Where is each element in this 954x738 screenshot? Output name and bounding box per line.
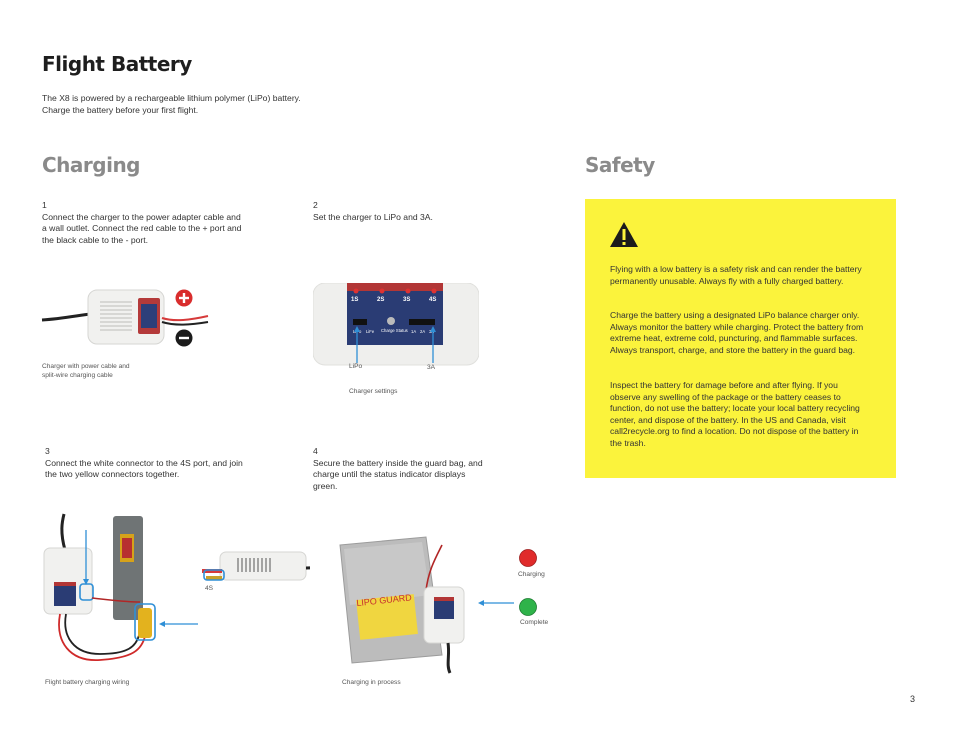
page-number: 3 (910, 694, 916, 704)
step-text: Connect the charger to the power adapter… (42, 211, 242, 245)
amp-pointer-arrow (430, 326, 436, 332)
page-title: Flight Battery (42, 52, 192, 76)
mode-label-life: LiFe (366, 329, 375, 334)
mode-label-status: Charge Status (381, 328, 408, 333)
yellow-connectors (138, 608, 152, 638)
status-label-complete: Complete (520, 619, 549, 626)
side-port-highlight (203, 569, 225, 581)
status-pointer-icon (478, 600, 514, 606)
safety-paragraph-3: Inspect the battery for damage before an… (610, 380, 860, 448)
charging-heading: Charging (42, 153, 141, 177)
step-text: Secure the battery inside the guard bag,… (313, 457, 483, 491)
callout-4s: 4S (205, 585, 214, 592)
safety-box: Flying with a low battery is a safety ri… (585, 199, 896, 478)
step-number: 4 (313, 446, 318, 456)
step-3: 3 Connect the white connector to the 4S … (45, 446, 255, 481)
amp-label-1a: 1A (411, 329, 416, 334)
intro-line-1: The X8 is powered by a rechargeable lith… (42, 93, 301, 103)
caption-charger-power: Charger with power cable and split-wire … (42, 363, 130, 379)
callout-lipo: LiPo (349, 363, 363, 370)
charger-power-cord (60, 513, 67, 551)
minus-icon (175, 329, 193, 347)
step-number: 2 (313, 200, 318, 210)
warning-icon (610, 222, 638, 247)
wiring-illustration (43, 513, 310, 661)
charger-vents (100, 301, 132, 331)
safety-heading: Safety (585, 153, 655, 177)
safety-paragraph-2: Charge the battery using a designated Li… (610, 310, 864, 355)
status-led (387, 317, 395, 325)
caption-charging-in-process: Charging in process (342, 679, 401, 686)
charging-bag-illustration: LIPO GUARD (339, 536, 465, 674)
cell-label-2s: 2S (377, 297, 384, 303)
power-cable (41, 312, 91, 322)
caption-wiring: Flight battery charging wiring (45, 679, 130, 686)
plus-icon (175, 289, 193, 307)
intro-text: The X8 is powered by a rechargeable lith… (42, 93, 362, 116)
charger-settings-illustration: 1S 2S 3S 4S LiPo LiFe Charge Status 1A 2… (313, 283, 479, 366)
cell-label-3s: 3S (403, 297, 410, 303)
safety-paragraph-1: Flying with a low battery is a safety ri… (610, 264, 862, 286)
step-text: Set the charger to LiPo and 3A. (313, 211, 433, 222)
charger-control-panel (347, 283, 443, 345)
amp-label-2a: 2A (420, 329, 425, 334)
step-text: Connect the white connector to the 4S po… (45, 457, 243, 480)
callout-3a: 3A (427, 364, 436, 371)
black-charge-lead (64, 613, 141, 655)
charging-led-icon (519, 549, 537, 567)
bag-label (356, 594, 418, 640)
step-1: 1 Connect the charger to the power adapt… (42, 200, 247, 246)
status-label-charging: Charging (518, 571, 545, 578)
step-number: 3 (45, 446, 50, 456)
cell-label-4s: 4S (429, 297, 436, 303)
charger-power-illustration (41, 289, 209, 345)
black-lead (161, 321, 209, 326)
step-2: 2 Set the charger to LiPo and 3A. (313, 200, 513, 223)
connector-highlight (134, 603, 156, 641)
balance-lead (91, 597, 141, 603)
cell-leds (353, 288, 437, 294)
intro-line-2: Charge the battery before your first fli… (42, 104, 199, 115)
lipo-pointer-arrow (354, 326, 360, 332)
step-number: 1 (42, 200, 47, 210)
amp-switch (409, 319, 435, 325)
cell-label-1s: 1S (351, 297, 358, 303)
charger-side-view (219, 551, 307, 581)
complete-led-icon (519, 598, 537, 616)
step-4: 4 Secure the battery inside the guard ba… (313, 446, 488, 492)
red-lead (161, 315, 209, 322)
mode-switch (353, 319, 367, 325)
red-charge-lead (58, 613, 147, 661)
caption-charger-settings: Charger settings (349, 388, 398, 395)
